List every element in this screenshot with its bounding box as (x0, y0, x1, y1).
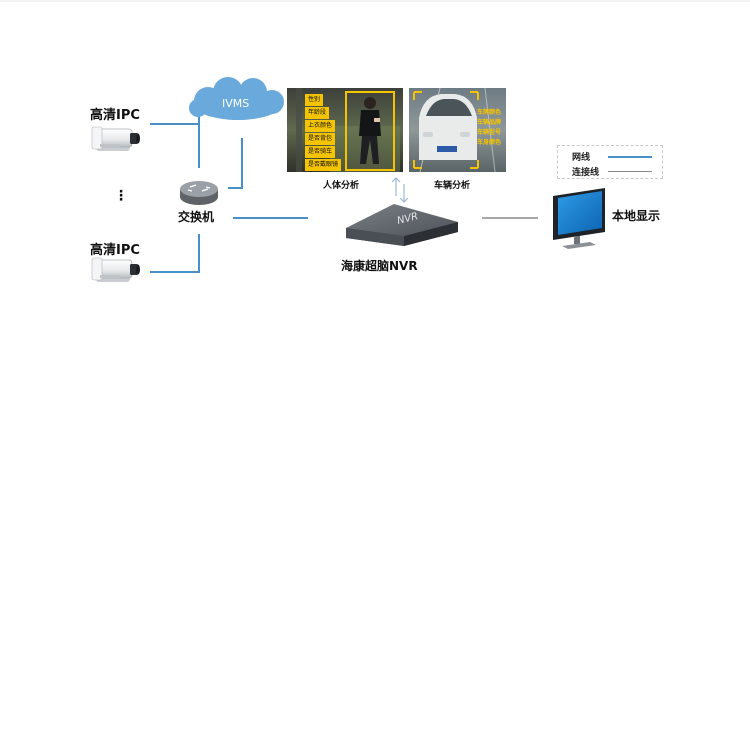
nvr-box-label: NVR (396, 211, 419, 227)
camera-top-label: 高清IPC (90, 108, 140, 123)
line-camera-bottom-to-switch (150, 234, 200, 273)
line-camera-top-to-switch (150, 123, 200, 168)
human-tag: 是否戴眼镜 (305, 159, 342, 171)
switch-label: 交换机 (178, 210, 215, 224)
switch-icon (180, 181, 218, 205)
human-tag: 性别 (305, 94, 324, 106)
human-tag: 年龄段 (305, 107, 330, 119)
line-switch-to-ivms-right (228, 138, 243, 189)
camera-gap-ellipsis: ⋮ (114, 188, 128, 204)
human-tag: 是否骑车 (305, 146, 336, 158)
monitor-icon (553, 188, 605, 249)
camera-bottom-label: 高清IPC (90, 243, 140, 258)
vehicle-tag: 车牌颜色 (477, 109, 502, 116)
vehicle-analysis-image (409, 87, 506, 173)
vehicle-analysis-caption: 车辆分析 (434, 181, 471, 191)
legend-connection-swatch (608, 171, 652, 172)
monitor-label: 本地显示 (612, 209, 661, 223)
human-tag: 是否背包 (305, 133, 336, 145)
legend-connection-label: 连接线 (572, 168, 600, 178)
ivms-label: IVMS (222, 97, 250, 110)
camera-icon (91, 126, 140, 151)
human-tag: 上衣颜色 (305, 120, 336, 132)
camera-icon (91, 257, 140, 282)
vehicle-tag: 车辆型号 (477, 129, 502, 136)
human-analysis-caption: 人体分析 (323, 181, 360, 191)
human-tag-list: 性别 年龄段 上衣颜色 是否背包 是否骑车 是否戴眼镜 (301, 94, 345, 172)
vehicle-tag: 车身颜色 (477, 139, 502, 146)
network-lines (150, 112, 308, 273)
legend-network-label: 网线 (572, 153, 591, 163)
top-divider (0, 0, 750, 2)
nvr-label: 海康超脑NVR (341, 259, 418, 273)
nvr-device-icon: NVR (346, 204, 458, 246)
ivms-cloud-icon (189, 77, 284, 120)
legend-network-swatch (608, 156, 652, 158)
data-exchange-arrows-icon (391, 177, 409, 203)
legend: 网线 连接线 (557, 145, 663, 179)
vehicle-tag: 车辆品牌 (477, 119, 502, 126)
